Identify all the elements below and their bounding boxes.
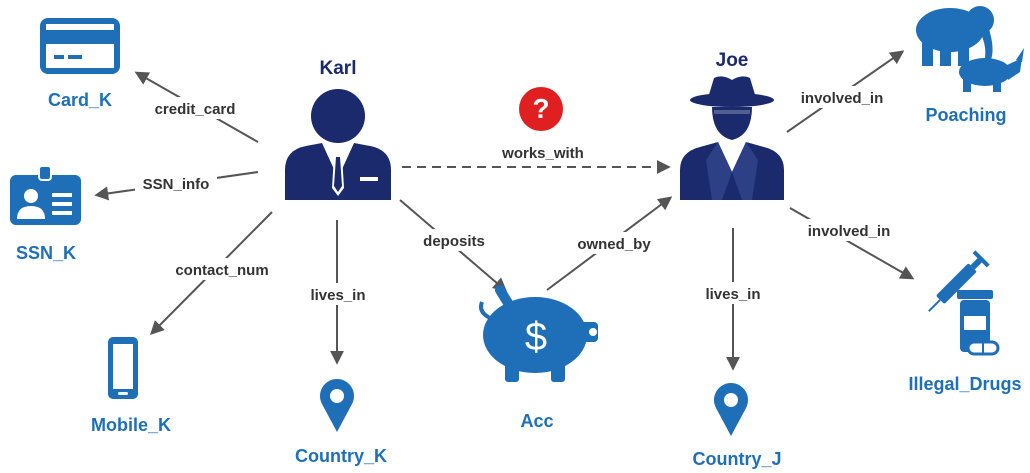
edge-label-lives-in-j: lives_in: [705, 286, 760, 303]
edge-label-lives-in-k: lives_in: [310, 287, 365, 304]
node-illegal-drugs: Illegal_Drugs: [908, 250, 1022, 394]
spy-icon: [680, 76, 784, 200]
id-badge-icon: [10, 165, 81, 225]
edge-involved-in-drugs: [789, 207, 915, 280]
node-label-illegal-drugs: Illegal_Drugs: [908, 374, 1021, 394]
node-joe: Joe: [680, 50, 784, 200]
node-mobile-k: Mobile_K: [91, 337, 171, 435]
node-karl: Karl: [285, 58, 391, 200]
edge-label-involved-in-poaching: involved_in: [801, 90, 884, 107]
edge-label-owned-by: owned_by: [577, 236, 651, 253]
edge-label-works-with: works_with: [501, 145, 584, 162]
node-label-country-k: Country_K: [295, 446, 387, 466]
node-ssn-k: SSN_K: [10, 165, 81, 263]
node-poaching: Poaching: [916, 6, 1024, 125]
node-label-card-k: Card_K: [48, 90, 112, 110]
businessman-icon: [285, 89, 391, 200]
edge-label-involved-in-drugs: involved_in: [808, 223, 891, 240]
node-acc: $ Acc: [479, 285, 598, 431]
node-country-j: Country_J: [692, 383, 782, 469]
node-label-mobile-k: Mobile_K: [91, 415, 171, 435]
edge-label-contact-num: contact_num: [175, 262, 268, 279]
uncertain-relation-icon: ?: [519, 87, 563, 131]
syringe-pills-icon: [928, 250, 1000, 356]
node-label-ssn-k: SSN_K: [16, 243, 76, 263]
node-card-k: Card_K: [40, 18, 120, 110]
node-label-joe: Joe: [716, 50, 749, 71]
map-pin-icon: [713, 383, 748, 436]
smartphone-icon: [108, 337, 138, 399]
credit-card-icon: [40, 18, 120, 74]
edge-label-deposits: deposits: [423, 233, 485, 250]
node-label-acc: Acc: [520, 411, 553, 431]
edge-label-credit-card: credit_card: [155, 101, 236, 118]
node-label-karl: Karl: [320, 58, 357, 79]
piggy-bank-icon: $: [479, 285, 598, 382]
edge-labels: credit_card SSN_info contact_num lives_i…: [135, 86, 898, 305]
elephant-rhino-icon: [916, 6, 1024, 92]
node-label-country-j: Country_J: [692, 449, 781, 469]
edge-label-ssn-info: SSN_info: [143, 176, 210, 193]
node-label-poaching: Poaching: [925, 105, 1006, 125]
node-country-k: Country_K: [295, 379, 387, 466]
question-mark-text: ?: [532, 93, 549, 124]
svg-text:$: $: [525, 315, 547, 359]
map-pin-icon: [320, 379, 354, 432]
